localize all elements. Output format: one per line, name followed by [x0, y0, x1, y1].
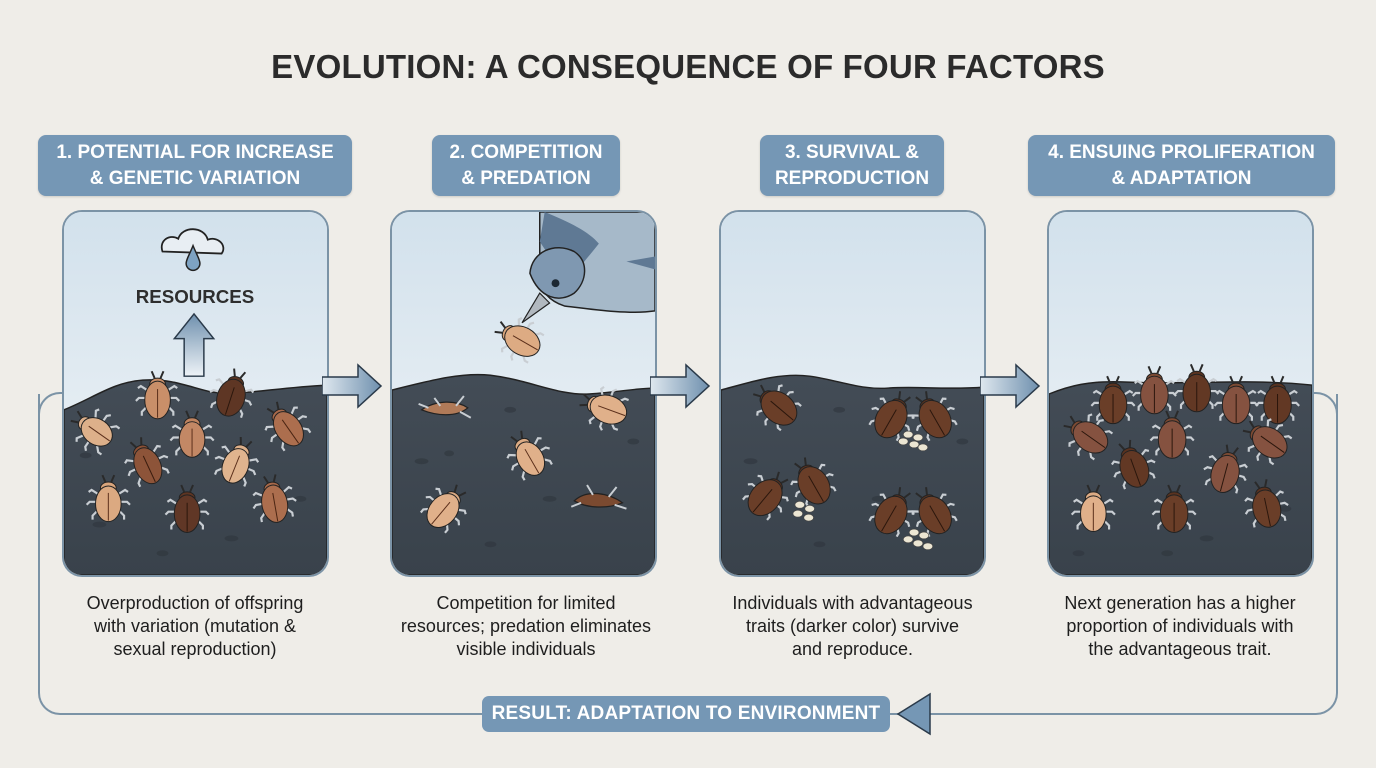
- caption-line: visible individuals: [456, 639, 596, 659]
- arrow-right-icon: [980, 363, 1041, 409]
- diagram-title: EVOLUTION: A CONSEQUENCE OF FOUR FACTORS: [271, 48, 1105, 85]
- caption-line: with variation (mutation &: [93, 616, 297, 636]
- bird-predator-icon: [521, 212, 655, 324]
- result-badge: RESULT: ADAPTATION TO ENVIRONMENT: [482, 696, 890, 732]
- caption-line: traits (darker color) survive: [745, 616, 960, 636]
- resources-label: RESOURCES: [136, 286, 255, 307]
- caption-line: Next generation has a higher: [1064, 593, 1296, 613]
- stage-4-illustration: [1047, 210, 1314, 577]
- water-drop-icon: [185, 243, 201, 272]
- caption-line: proportion of individuals with: [1066, 616, 1294, 636]
- caption-line: Individuals with advantageous: [732, 593, 973, 613]
- arrow-left-icon: [896, 692, 931, 736]
- caption-line: resources; predation eliminates: [400, 616, 652, 636]
- arrow-right-icon: [650, 363, 711, 409]
- stage-3-header-line2: REPRODUCTION: [774, 167, 930, 189]
- caption-line: Overproduction of offspring: [86, 593, 304, 613]
- caption-line: sexual reproduction): [113, 639, 277, 659]
- arrow-right-icon: [322, 363, 383, 409]
- stage-2-caption: Competition for limited resources; preda…: [376, 592, 676, 661]
- stage-1-caption: Overproduction of offspring with variati…: [40, 592, 350, 661]
- stage-2-header-line2: & PREDATION: [461, 167, 591, 189]
- stage-1-illustration: RESOURCES: [62, 210, 329, 577]
- cloud-icon: [160, 228, 225, 255]
- up-arrow-icon: [172, 312, 216, 377]
- stage-1-header-line2: & GENETIC VARIATION: [89, 167, 301, 189]
- stage-1-header: 1. POTENTIAL FOR INCREASE & GENETIC VARI…: [38, 135, 352, 196]
- stage-4-header: 4. ENSUING PROLIFERATION & ADAPTATION: [1028, 135, 1335, 196]
- stage-4-header-line2: & ADAPTATION: [1111, 167, 1252, 189]
- caption-line: and reproduce.: [791, 639, 914, 659]
- result-label: RESULT: ADAPTATION TO ENVIRONMENT: [491, 703, 881, 724]
- stage-4-header-line1: 4. ENSUING PROLIFERATION: [1048, 141, 1315, 163]
- stage-3-caption: Individuals with advantageous traits (da…: [700, 592, 1005, 661]
- feedback-loop-corner-right: [1308, 392, 1338, 422]
- feedback-loop-corner-left: [38, 392, 68, 422]
- stage-3-illustration: [719, 210, 986, 577]
- eggs-icon: [792, 430, 934, 551]
- stage-2-header: 2. COMPETITION & PREDATION: [432, 135, 620, 196]
- stage-1-header-line1: 1. POTENTIAL FOR INCREASE: [56, 141, 334, 163]
- caption-line: Competition for limited: [436, 593, 616, 613]
- stage-4-caption: Next generation has a higher proportion …: [1030, 592, 1330, 661]
- caption-line: the advantageous trait.: [1088, 639, 1272, 659]
- stage-3-header-line1: 3. SURVIVAL &: [784, 141, 920, 163]
- stage-3-header: 3. SURVIVAL & REPRODUCTION: [760, 135, 944, 196]
- stage-2-illustration: [390, 210, 657, 577]
- stage-2-header-line1: 2. COMPETITION: [449, 141, 603, 163]
